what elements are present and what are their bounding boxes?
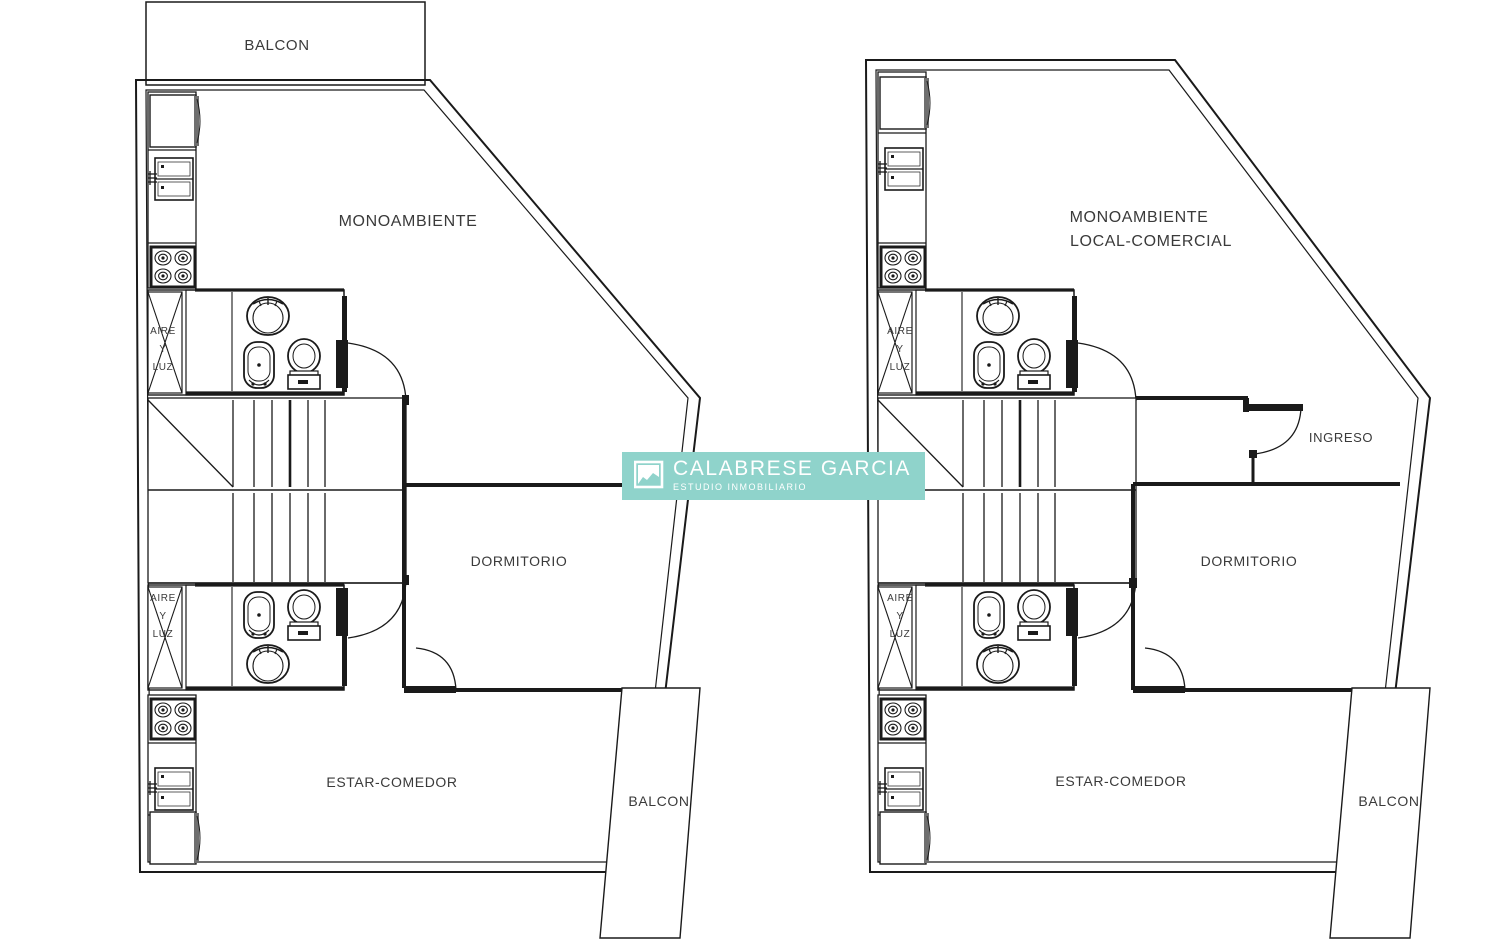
bathroom-lower — [147, 579, 407, 691]
staircase-icon — [147, 397, 407, 584]
shower-icon — [976, 296, 1020, 336]
bidet-icon — [243, 341, 275, 389]
photo-frame-icon — [633, 460, 664, 490]
label-balcon-top: BALCON — [244, 37, 309, 54]
label-estar-comedor: ESTAR-COMEDOR — [1055, 773, 1186, 789]
balcon-bottom-outline — [1329, 687, 1431, 939]
bathroom-upper — [877, 288, 1137, 402]
balcon-top-outline — [145, 1, 426, 86]
stove-icon — [879, 245, 927, 289]
double-sink-icon — [147, 767, 194, 811]
label-aire-y-luz-2c: LUZ — [153, 629, 174, 640]
label-estar-comedor: ESTAR-COMEDOR — [326, 774, 457, 790]
stove-icon — [879, 697, 927, 741]
label-aire-y-luz-1b: Y — [159, 344, 166, 355]
label-aire-y-luz-1a: AIRE — [887, 326, 913, 337]
bidet-icon — [243, 591, 275, 639]
label-balcon-bottom: BALCON — [1358, 793, 1419, 809]
kitchen-upper — [147, 91, 201, 289]
stove-icon — [149, 697, 197, 741]
bathroom-upper — [147, 288, 407, 402]
plan-right-labels: MONOAMBIENTE LOCAL-COMERCIAL AIRE Y LUZ AIRE Y… — [887, 209, 1419, 809]
shower-icon — [246, 296, 290, 336]
watermark-banner: CALABRESE GARCIA ESTUDIO INMOBILIARIO — [622, 452, 925, 500]
refrigerator-icon — [879, 811, 931, 865]
toilet-icon — [287, 589, 321, 641]
plan-right — [864, 59, 1432, 939]
label-dormitorio: DORMITORIO — [1201, 553, 1298, 569]
toilet-icon — [1017, 338, 1051, 390]
double-sink-icon — [147, 157, 194, 201]
bidet-icon — [973, 591, 1005, 639]
toilet-icon — [1017, 589, 1051, 641]
stove-icon — [149, 245, 197, 289]
watermark-brand: CALABRESE GARCIA — [673, 457, 911, 480]
label-monoambiente: MONOAMBIENTE — [339, 213, 478, 230]
shower-icon — [976, 644, 1020, 684]
label-aire-y-luz-1b: Y — [896, 344, 903, 355]
label-balcon-bottom: BALCON — [628, 793, 689, 809]
bathroom-lower — [877, 579, 1137, 691]
label-aire-y-luz-1c: LUZ — [890, 362, 911, 373]
kitchen-lower — [877, 694, 931, 865]
kitchen-lower — [147, 694, 201, 865]
label-aire-y-luz-2a: AIRE — [150, 593, 176, 604]
shower-icon — [246, 644, 290, 684]
label-ingreso: INGRESO — [1309, 430, 1373, 445]
bidet-icon — [973, 341, 1005, 389]
double-sink-icon — [877, 147, 924, 191]
label-dormitorio: DORMITORIO — [471, 553, 568, 569]
watermark-tagline: ESTUDIO INMOBILIARIO — [673, 482, 808, 492]
dormitorio-walls — [1129, 482, 1400, 693]
label-aire-y-luz-1a: AIRE — [150, 326, 176, 337]
plan-left-labels: BALCON MONOAMBIENTE AIRE Y LUZ AIRE Y LUZ DORMIT… — [150, 37, 689, 809]
label-aire-y-luz-2b: Y — [896, 611, 903, 622]
double-sink-icon — [877, 767, 924, 811]
label-aire-y-luz-1c: LUZ — [153, 362, 174, 373]
label-monoambiente: MONOAMBIENTE — [1070, 209, 1209, 226]
label-aire-y-luz-2a: AIRE — [887, 593, 913, 604]
refrigerator-icon — [149, 94, 201, 148]
refrigerator-icon — [149, 811, 201, 865]
balcon-bottom-outline — [599, 687, 701, 939]
kitchen-upper — [877, 71, 931, 289]
refrigerator-icon — [879, 76, 931, 130]
toilet-icon — [287, 338, 321, 390]
plan-left — [134, 1, 702, 939]
ingreso-door — [1136, 396, 1303, 484]
label-aire-y-luz-2b: Y — [159, 611, 166, 622]
label-aire-y-luz-2c: LUZ — [890, 629, 911, 640]
interior-walls — [402, 395, 652, 693]
label-local-comercial: LOCAL-COMERCIAL — [1070, 233, 1232, 250]
